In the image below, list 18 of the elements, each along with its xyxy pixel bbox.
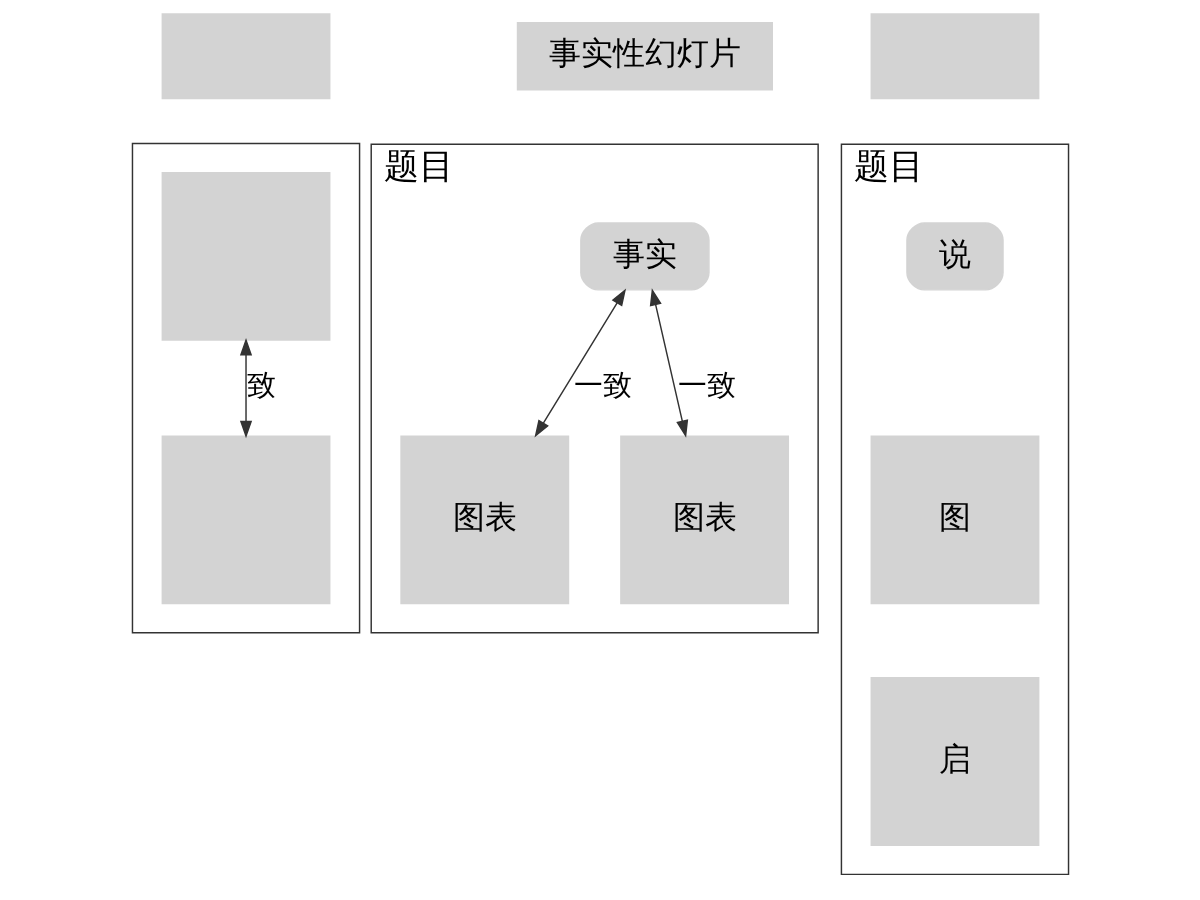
node-box xyxy=(870,13,1039,100)
arrow xyxy=(534,288,626,438)
node-box: 说 xyxy=(905,222,1004,291)
arrow xyxy=(239,338,252,439)
node-box: 事实 xyxy=(579,222,710,291)
edge-label: 致 xyxy=(246,368,276,403)
node-box: 图 xyxy=(870,435,1039,605)
arrow xyxy=(649,288,688,438)
edge-label: 一致 xyxy=(573,368,632,403)
node-box: 图表 xyxy=(399,435,569,605)
node-box xyxy=(161,435,330,605)
node-box xyxy=(161,13,330,100)
node-box xyxy=(161,171,330,341)
node-box: 图表 xyxy=(619,435,789,605)
node-box: 事实性幻灯片 xyxy=(516,22,773,91)
cluster xyxy=(131,142,360,634)
edge-label: 一致 xyxy=(677,368,736,403)
node-box: 启 xyxy=(870,677,1039,846)
